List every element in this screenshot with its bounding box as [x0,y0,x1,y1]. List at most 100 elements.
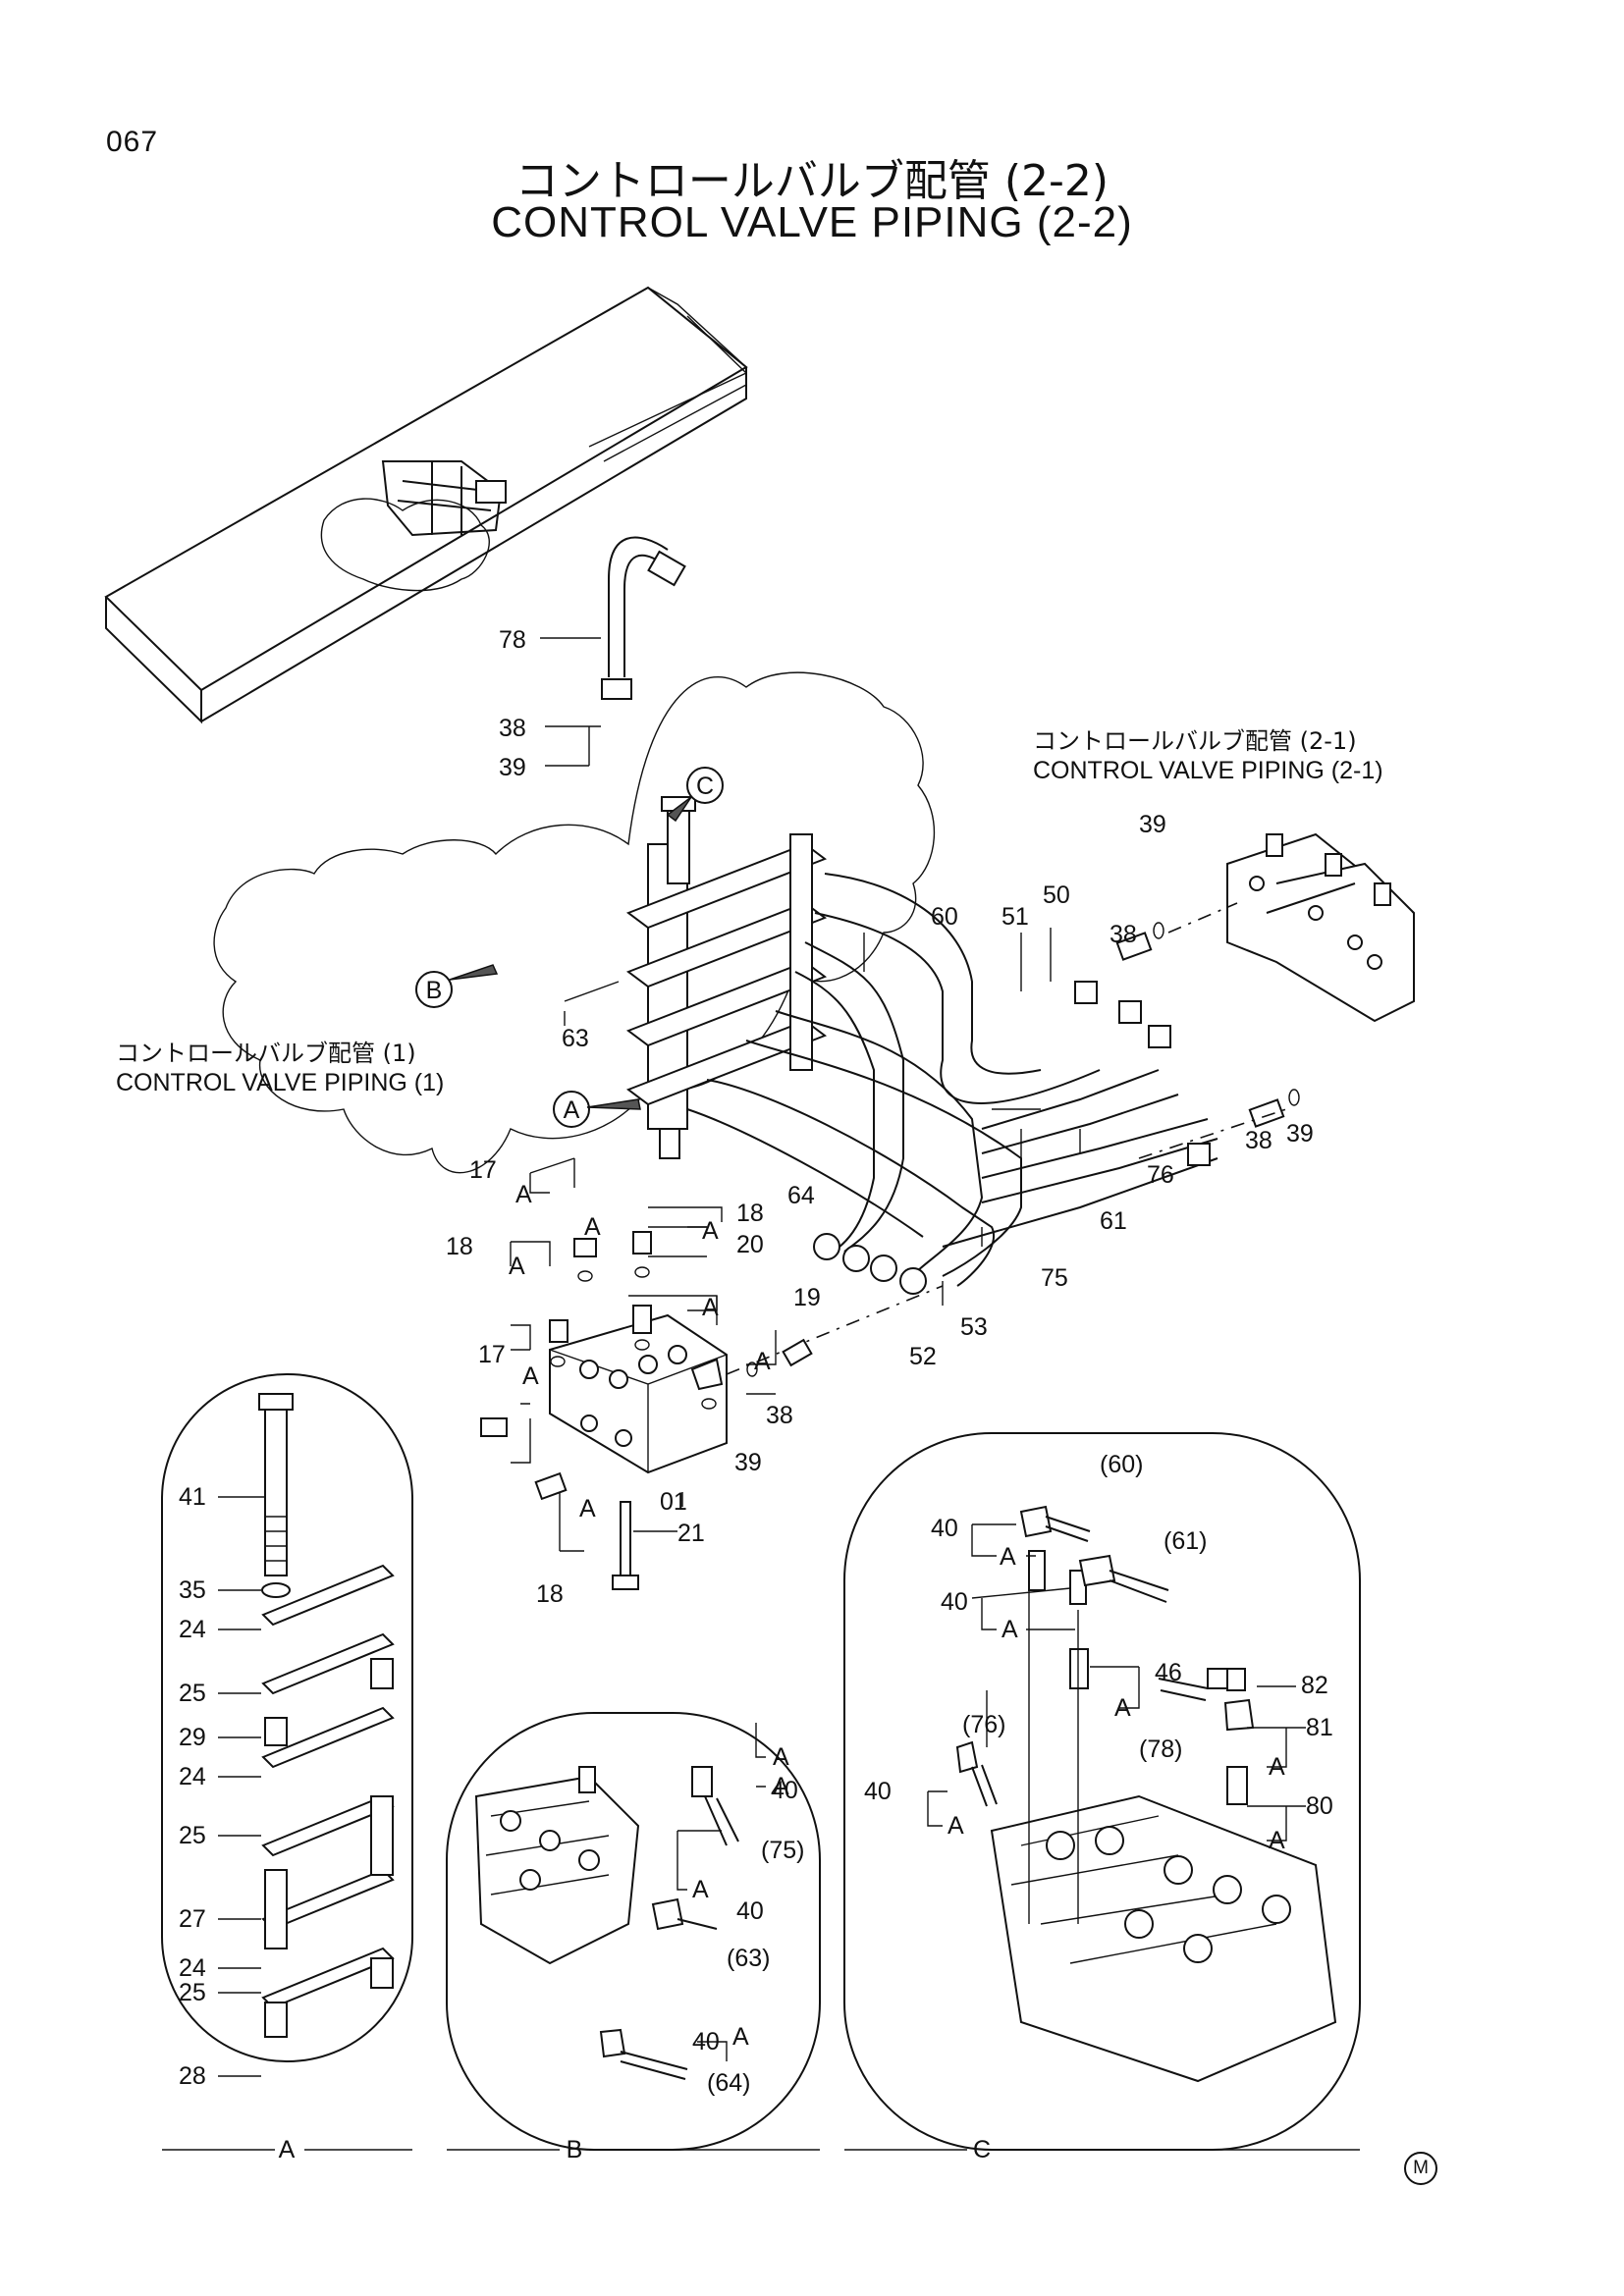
callout-detail-a-8: 24 [179,1954,206,1982]
callout-main-24: 17 [478,1341,506,1368]
callout-main-14: 17 [469,1156,497,1184]
oring-tag-a-6: A [579,1495,596,1522]
callout-main-0: 78 [499,626,526,654]
machine-frame-overview [104,286,748,724]
callout-main-20: 53 [960,1313,988,1341]
callout-detail-c-2: (61) [1164,1527,1207,1555]
callout-main-10: 39 [1286,1120,1314,1148]
oring-tag-a-11: A [1269,1827,1285,1854]
reference-1-japanese: コントロールバルブ配管 (1) [116,1040,416,1067]
reference-2-1-japanese: コントロールバルブ配管 (2-1) [1033,727,1357,755]
callout-detail-b-3: (63) [727,1945,770,1972]
callout-detail-b-2: 40 [736,1897,764,1925]
callout-main-16: 18 [446,1233,473,1260]
view-marker-b-label: B [426,977,443,1004]
callout-main-15: 18 [736,1200,764,1227]
oring-tag-a-17: A [584,1213,601,1241]
callout-main-7: 39 [1139,811,1166,838]
view-marker-b [415,971,453,1008]
reference-1-english: CONTROL VALVE PIPING (1) [116,1069,445,1096]
detail-b-panel [446,1712,821,2151]
detail-callout-leaders [677,1523,1306,2061]
callout-detail-b-1: (75) [761,1837,804,1864]
callout-detail-a-7: 27 [179,1905,206,1933]
callout-main-4: 51 [1001,903,1029,931]
view-marker-c-label: C [696,773,714,800]
reference-control-valve-piping-2-1: コントロールバルブ配管 (2-1) CONTROL VALVE PIPING (… [1033,726,1383,785]
oring-tag-a-1: A [702,1217,719,1245]
callout-detail-c-5: (78) [1139,1735,1182,1763]
callout-detail-c-1: 40 [931,1515,958,1542]
control-valve-right [1226,832,1415,1023]
view-marker-a-label: A [564,1096,580,1124]
callout-main-13: 64 [787,1182,815,1209]
callout-main-21: 52 [909,1343,937,1370]
view-markers: A B C [415,767,724,1128]
callout-main-22: 38 [766,1402,793,1429]
callout-detail-c-4: 46 [1155,1659,1182,1686]
callout-detail-c-3: 40 [941,1588,968,1616]
detail-panel-label-a: A [279,2136,296,2163]
oring-tag-a-7: A [1000,1543,1016,1571]
detail-panel-label-c: C [973,2136,991,2163]
oring-tag-a-8: A [1001,1616,1018,1643]
detail-a-panel [161,1373,413,2151]
manufacturer-mark: M [1404,2152,1437,2185]
machine-body-outline [213,671,936,1174]
callout-main-9: 38 [1245,1127,1272,1154]
oring-tag-a-9: A [1114,1694,1131,1722]
view-marker-a [553,1091,590,1128]
view-marker-c [686,767,724,804]
callout-detail-b-4: 40 [692,2028,720,2056]
callout-main-27: 18 [536,1580,564,1608]
callout-detail-a-6: 25 [179,1822,206,1849]
callout-detail-c-10: 80 [1306,1792,1333,1820]
oring-tag-a-13: A [773,1743,789,1771]
callout-main-23: 39 [734,1449,762,1476]
oring-tag-a-0: A [515,1181,532,1208]
callout-main-6: 38 [1110,921,1137,948]
callout-detail-c-9: 40 [864,1778,892,1805]
callout-detail-c-7: 81 [1306,1714,1333,1741]
callout-detail-b-0: 40 [771,1777,798,1804]
callout-main-17: 20 [736,1231,764,1258]
oring-tag-a-14: A [773,1773,789,1800]
callout-detail-a-9: 25 [179,1979,206,2006]
callout-detail-a-10: 28 [179,2062,206,2090]
callout-main-12: 61 [1100,1207,1127,1235]
callout-detail-a-5: 24 [179,1763,206,1790]
right-valve-fittings [1115,902,1300,1159]
callout-detail-b-5: (64) [707,2069,750,2097]
page-title-english: CONTROL VALVE PIPING (2-2) [491,198,1133,246]
callout-detail-a-1: 35 [179,1576,206,1604]
oring-tag-a-2: A [509,1253,525,1280]
callout-main-11: 76 [1147,1161,1174,1189]
main-callout-leaders [510,637,1081,1552]
callout-main-8: 63 [562,1025,589,1052]
reference-2-1-english: CONTROL VALVE PIPING (2-1) [1033,757,1383,784]
callout-detail-a-4: 29 [179,1724,206,1751]
callout-detail-a-0: 41 [179,1483,206,1511]
manifold-block [480,1285,944,1590]
callout-detail-c-0: (60) [1100,1451,1143,1478]
callout-main-2: 39 [499,754,526,781]
detail-c-panel [843,1432,1361,2151]
oring-tag-a-5: A [522,1362,539,1390]
hose-78 [601,536,686,700]
callout-main-19: 75 [1041,1264,1068,1292]
oring-tag-a-16: A [732,2023,749,2051]
callout-detail-c-6: 82 [1301,1672,1328,1699]
callout-main-1: 38 [499,715,526,742]
oring-tag-a-12: A [947,1812,964,1840]
callout-main-25: 01 [660,1488,687,1516]
callout-detail-c-8: (76) [962,1711,1005,1738]
callout-detail-a-2: 24 [179,1616,206,1643]
steel-pipe-bundle [686,873,1218,1295]
oring-tag-a-10: A [1269,1753,1285,1781]
oring-tag-a-4: A [754,1348,771,1375]
callout-main-18: 19 [793,1284,821,1311]
page-number: 067 [106,126,159,158]
